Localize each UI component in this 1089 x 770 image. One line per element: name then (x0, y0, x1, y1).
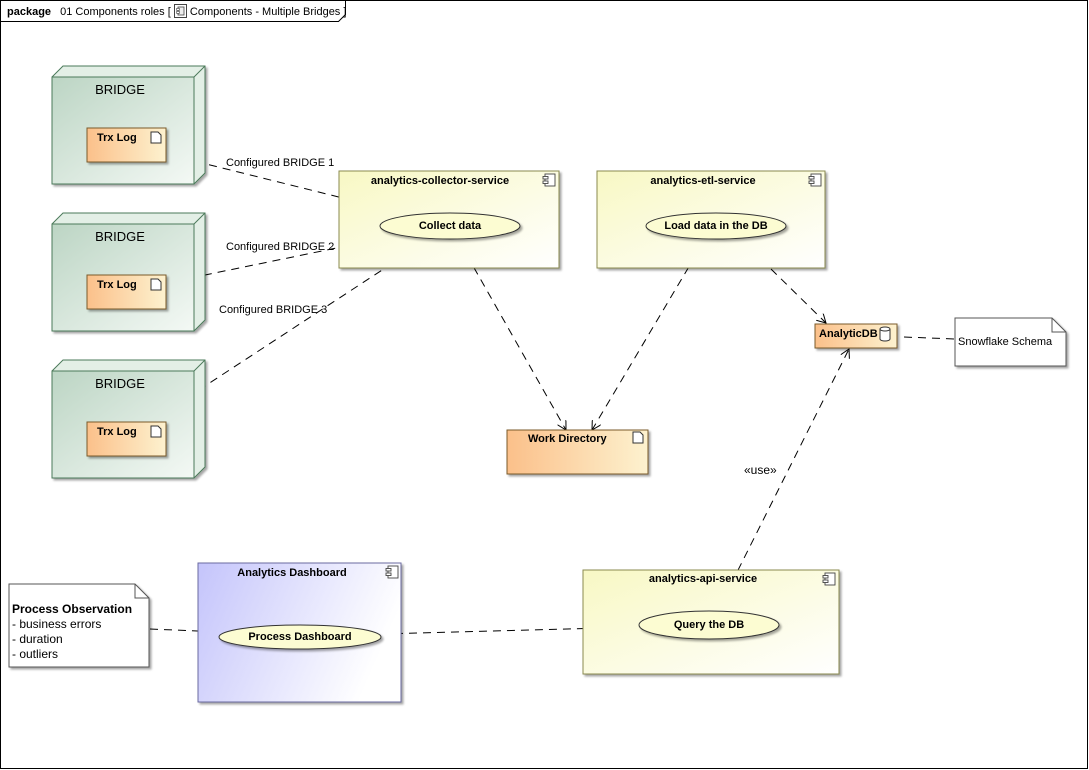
process-dashboard-usecase[interactable] (218, 624, 382, 650)
query-db-label: Query the DB (674, 619, 744, 631)
dashboard-title: Analytics Dashboard (237, 567, 346, 579)
trx-log-label-2: Trx Log (97, 279, 137, 291)
package-frame-tab (0, 0, 346, 22)
process-observation-title: Process Observation (12, 602, 132, 616)
close-bracket: ] (343, 6, 347, 18)
analyticdb-label: AnalyticDB (819, 328, 878, 340)
collect-data-usecase[interactable] (379, 212, 521, 240)
bridge-node-2-title: BRIDGE (95, 229, 145, 244)
edge-query-analyticdb (718, 349, 849, 609)
process-observation-note[interactable] (8, 583, 150, 668)
snowflake-schema-text: Snowflake Schema (958, 336, 1053, 348)
observation-line-2: - duration (12, 632, 63, 646)
diagram-icon (173, 4, 187, 18)
snowflake-schema-note[interactable] (954, 317, 1067, 367)
edge-analyticdb-note (903, 336, 956, 340)
api-service-title: analytics-api-service (649, 573, 757, 585)
observation-line-3: - outliers (12, 647, 58, 661)
edge-etl-analyticdb (770, 268, 826, 323)
edge-collect-bridge2 (166, 236, 391, 283)
document-icon (632, 431, 644, 444)
database-icon (879, 326, 891, 342)
collector-service-title: analytics-collector-service (371, 175, 509, 187)
bridge-node-3-title: BRIDGE (95, 376, 145, 391)
package-name: 01 Components roles (60, 6, 165, 18)
work-directory-artifact[interactable] (506, 429, 649, 475)
document-icon (150, 131, 162, 438)
etl-service-title: analytics-etl-service (650, 175, 755, 187)
observation-line-1: - business errors (12, 617, 101, 631)
diagram-title: Components - Multiple Bridges (189, 6, 341, 18)
edge-label-use: «use» (744, 463, 777, 477)
edge-load-workdir (592, 242, 704, 430)
edge-label-bridge3: Configured BRIDGE 3 (219, 304, 327, 316)
edge-collect-workdir (459, 242, 566, 430)
collect-data-label: Collect data (419, 220, 482, 232)
trx-log-label-3: Trx Log (97, 426, 137, 438)
edge-label-bridge2: Configured BRIDGE 2 (226, 241, 334, 253)
bridge-node-1-title: BRIDGE (95, 82, 145, 97)
trx-log-label-1: Trx Log (97, 132, 137, 144)
open-bracket: [ (167, 6, 171, 18)
query-db-usecase[interactable] (638, 610, 780, 640)
component-icon (385, 173, 836, 586)
load-data-usecase[interactable] (645, 212, 787, 240)
work-directory-label: Work Directory (528, 433, 608, 445)
load-data-label: Load data in the DB (664, 220, 767, 232)
process-dashboard-label: Process Dashboard (248, 631, 351, 643)
edge-label-bridge1: Configured BRIDGE 1 (226, 157, 334, 169)
package-keyword: package (7, 6, 52, 18)
